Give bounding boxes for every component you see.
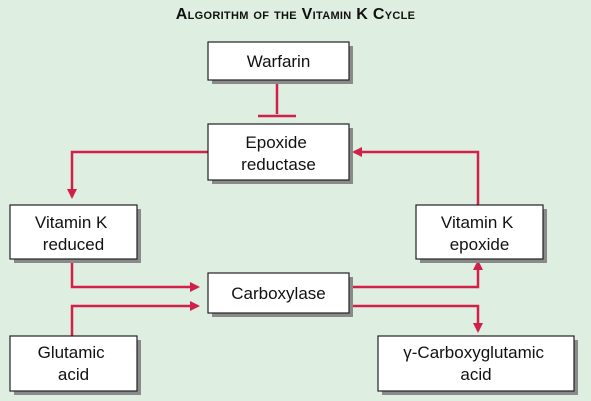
carboxylase-box: Carboxylase — [207, 272, 353, 317]
epoxide-reductase-box: Epoxide reductase — [207, 123, 353, 184]
arrow-carboxylase-to-vitk-epoxide — [350, 260, 483, 289]
carboxyglutamic-acid-box: γ-Carboxyglutamic acid — [377, 335, 578, 395]
vitamin-k-epoxide-box: Vitamin K epoxide — [415, 204, 547, 263]
warfarin-box: Warfarin — [207, 41, 353, 84]
warfarin-label: Warfarin — [247, 52, 311, 71]
svg-text:Epoxide reductase: Epoxide reductase — [241, 133, 316, 174]
svg-text:Vitamin K reduced: Vitamin K reduced — [35, 213, 112, 254]
vitamin-k-reduced-box: Vitamin K reduced — [9, 204, 141, 263]
vitamin-k-epoxide-label-line1: Vitamin K — [441, 213, 514, 232]
vitamin-k-reduced-label-line1: Vitamin K — [35, 213, 108, 232]
carboxyglutamic-acid-label-line2: acid — [460, 365, 491, 384]
glutamic-acid-label-line1: Glutamic — [38, 343, 106, 362]
diagram-title: Algorithm of the Vitamin K Cycle — [175, 6, 416, 23]
vitamin-k-reduced-label-line2: reduced — [43, 235, 104, 254]
epoxide-reductase-label-line1: Epoxide — [245, 133, 306, 152]
epoxide-reductase-label-line2: reductase — [241, 155, 316, 174]
arrow-carboxylase-to-carboxyglutamic — [350, 304, 483, 333]
svg-text:γ-Carboxyglutamic acid: γ-Carboxyglutamic acid — [403, 343, 549, 384]
carboxyglutamic-acid-label-line1: γ-Carboxyglutamic — [403, 343, 544, 362]
arrow-glutamic-to-carboxylase — [70, 301, 200, 336]
arrow-vitk-epoxide-to-reductase — [352, 147, 480, 205]
vitamin-k-epoxide-label-line2: epoxide — [450, 235, 510, 254]
glutamic-acid-box: Glutamic acid — [9, 335, 141, 395]
glutamic-acid-label-line2: acid — [58, 365, 89, 384]
svg-text:Vitamin K epoxide: Vitamin K epoxide — [441, 213, 518, 254]
svg-text:Glutamic acid: Glutamic acid — [38, 343, 110, 384]
svg-text:Warfarin: Warfarin — [247, 52, 311, 71]
svg-text:Carboxylase: Carboxylase — [231, 284, 326, 303]
arrow-vitk-reduced-to-carboxylase — [70, 258, 200, 292]
carboxylase-label: Carboxylase — [231, 284, 326, 303]
arrow-reductase-to-vitk-reduced — [67, 150, 208, 199]
